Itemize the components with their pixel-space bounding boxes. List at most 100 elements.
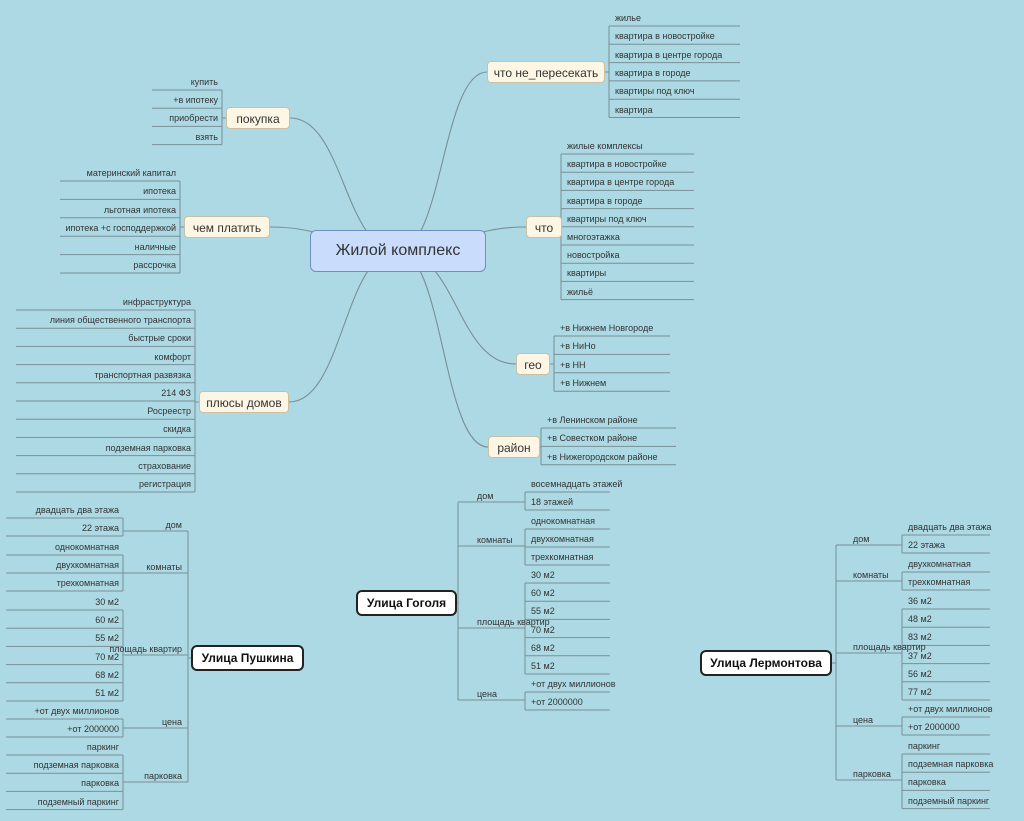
street-2-item[interactable]: 83 м2 xyxy=(908,632,932,643)
street-2-item[interactable]: паркинг xyxy=(908,741,941,751)
street-2-group-2[interactable]: площадь квартир xyxy=(853,642,926,652)
street-1-item[interactable]: 70 м2 xyxy=(531,624,555,635)
branch-2-item[interactable]: регистрация xyxy=(138,479,191,489)
branch-2-item[interactable]: 214 ФЗ xyxy=(161,388,191,398)
street-2-item[interactable]: двадцать два этажа xyxy=(908,522,992,532)
street-1-item[interactable]: однокомнатная xyxy=(531,516,596,526)
branch-2-item[interactable]: страхование xyxy=(138,460,191,471)
branch-2-item[interactable]: линия общественного транспорта xyxy=(49,315,191,326)
branch-6-item[interactable]: +в Совестком районе xyxy=(547,433,638,444)
street-2-item[interactable]: трехкомнатная xyxy=(908,577,971,587)
branch-6[interactable]: район xyxy=(488,436,540,458)
street-0-item[interactable]: +от 2000000 xyxy=(67,724,119,734)
branch-3-item[interactable]: квартира xyxy=(615,104,653,115)
street-0-item[interactable]: подземный паркинг xyxy=(37,796,119,807)
street-0-item[interactable]: 68 м2 xyxy=(95,669,119,680)
street-1-item[interactable]: +от 2000000 xyxy=(531,697,583,707)
branch-3-item[interactable]: квартира в центре города xyxy=(615,49,723,60)
street-0-item[interactable]: 55 м2 xyxy=(95,633,119,644)
branch-1-item[interactable]: материнский капитал xyxy=(86,168,176,178)
street-2-item[interactable]: 48 м2 xyxy=(908,614,932,625)
branch-1-item[interactable]: ипотека +с господдержкой xyxy=(65,223,176,234)
street-1-item[interactable]: 60 м2 xyxy=(531,588,555,599)
street-0-group-1[interactable]: комнаты xyxy=(146,562,182,572)
street-1[interactable]: Улица Гоголя xyxy=(356,590,457,616)
central-topic[interactable]: Жилой комплекс xyxy=(310,230,486,272)
street-2-item[interactable]: подземная парковка xyxy=(908,759,994,770)
branch-3-item[interactable]: квартира в городе xyxy=(615,67,691,78)
branch-2-item[interactable]: Росреестр xyxy=(147,406,191,417)
street-0-item[interactable]: 70 м2 xyxy=(95,651,119,662)
branch-0-item[interactable]: купить xyxy=(190,77,218,87)
street-0-group-3[interactable]: цена xyxy=(161,717,182,727)
street-2-group-1[interactable]: комнаты xyxy=(853,570,889,580)
street-0-item[interactable]: двухкомнатная xyxy=(56,560,119,570)
branch-4-item[interactable]: квартиры xyxy=(567,268,607,279)
branch-2-item[interactable]: быстрые сроки xyxy=(128,333,191,344)
branch-4-item[interactable]: квартира в новостройке xyxy=(567,159,667,170)
branch-4-item[interactable]: квартира в городе xyxy=(567,195,643,206)
street-2-item[interactable]: 56 м2 xyxy=(908,668,932,679)
branch-3[interactable]: что не_пересекать xyxy=(487,61,605,83)
branch-2-item[interactable]: скидка xyxy=(163,424,191,435)
street-2-item[interactable]: парковка xyxy=(908,777,946,788)
street-0-item[interactable]: однокомнатная xyxy=(54,542,119,552)
branch-0[interactable]: покупка xyxy=(226,107,290,129)
branch-4-item[interactable]: многоэтажка xyxy=(567,232,620,242)
branch-2-item[interactable]: подземная парковка xyxy=(105,442,191,453)
street-2-item[interactable]: 22 этажа xyxy=(908,540,945,550)
street-1-item[interactable]: 68 м2 xyxy=(531,642,555,653)
branch-2-item[interactable]: инфраструктура xyxy=(122,297,191,307)
branch-3-item[interactable]: квартиры под ключ xyxy=(615,86,695,97)
street-2-group-0[interactable]: дом xyxy=(853,534,870,544)
branch-1-item[interactable]: рассрочка xyxy=(133,260,176,270)
street-2-group-4[interactable]: парковка xyxy=(853,769,891,779)
branch-5-item[interactable]: +в НиНо xyxy=(560,341,596,352)
street-2-item[interactable]: 37 м2 xyxy=(908,650,932,661)
street-2-item[interactable]: 77 м2 xyxy=(908,687,932,697)
street-0-item[interactable]: трехкомнатная xyxy=(56,578,119,588)
street-1-item[interactable]: двухкомнатная xyxy=(531,534,594,544)
branch-5-item[interactable]: +в НН xyxy=(560,359,586,370)
street-1-item[interactable]: 30 м2 xyxy=(531,570,555,580)
street-0-item[interactable]: 30 м2 xyxy=(95,597,119,607)
street-0-item[interactable]: двадцать два этажа xyxy=(35,505,119,515)
branch-4-item[interactable]: новостройка xyxy=(567,250,620,261)
street-1-item[interactable]: 55 м2 xyxy=(531,606,555,617)
branch-5-item[interactable]: +в Нижнем Новгороде xyxy=(560,323,654,333)
street-1-group-2[interactable]: площадь квартир xyxy=(477,617,550,627)
branch-1[interactable]: чем платить xyxy=(184,216,270,238)
street-2-group-3[interactable]: цена xyxy=(853,715,874,725)
street-1-item[interactable]: 51 м2 xyxy=(531,661,555,671)
street-1-group-0[interactable]: дом xyxy=(477,491,494,501)
street-0[interactable]: Улица Пушкина xyxy=(191,645,304,671)
street-0-item[interactable]: парковка xyxy=(81,778,119,789)
street-2-item[interactable]: подземный паркинг xyxy=(908,795,990,806)
street-0-item[interactable]: +от двух миллионов xyxy=(34,706,119,716)
branch-4-item[interactable]: жилые комплексы xyxy=(567,141,643,151)
branch-1-item[interactable]: льготная ипотека xyxy=(103,204,176,215)
street-0-item[interactable]: подземная парковка xyxy=(33,760,119,771)
street-0-group-4[interactable]: парковка xyxy=(144,771,182,781)
branch-6-item[interactable]: +в Ленинском районе xyxy=(547,415,638,425)
street-2-item[interactable]: +от 2000000 xyxy=(908,722,960,732)
street-0-item[interactable]: 60 м2 xyxy=(95,615,119,626)
branch-0-item[interactable]: взять xyxy=(195,131,219,142)
branch-0-item[interactable]: +в ипотеку xyxy=(173,95,218,106)
street-2-item[interactable]: 36 м2 xyxy=(908,596,932,606)
street-2-item[interactable]: +от двух миллионов xyxy=(908,704,993,714)
street-0-group-0[interactable]: дом xyxy=(165,520,182,530)
branch-0-item[interactable]: приобрести xyxy=(169,113,218,124)
street-2[interactable]: Улица Лермонтова xyxy=(700,650,832,676)
branch-4-item[interactable]: квартиры под ключ xyxy=(567,213,647,224)
branch-1-item[interactable]: ипотека xyxy=(143,186,176,197)
branch-2-item[interactable]: комфорт xyxy=(154,351,191,362)
branch-2[interactable]: плюсы домов xyxy=(199,391,289,413)
street-0-group-2[interactable]: площадь квартир xyxy=(109,644,182,654)
branch-6-item[interactable]: +в Нижегородском районе xyxy=(547,451,658,462)
street-1-group-1[interactable]: комнаты xyxy=(477,535,513,545)
street-1-item[interactable]: трехкомнатная xyxy=(531,552,594,562)
branch-4-item[interactable]: жильё xyxy=(567,286,593,297)
branch-4-item[interactable]: квартира в центре города xyxy=(567,177,675,188)
branch-1-item[interactable]: наличные xyxy=(134,241,176,252)
